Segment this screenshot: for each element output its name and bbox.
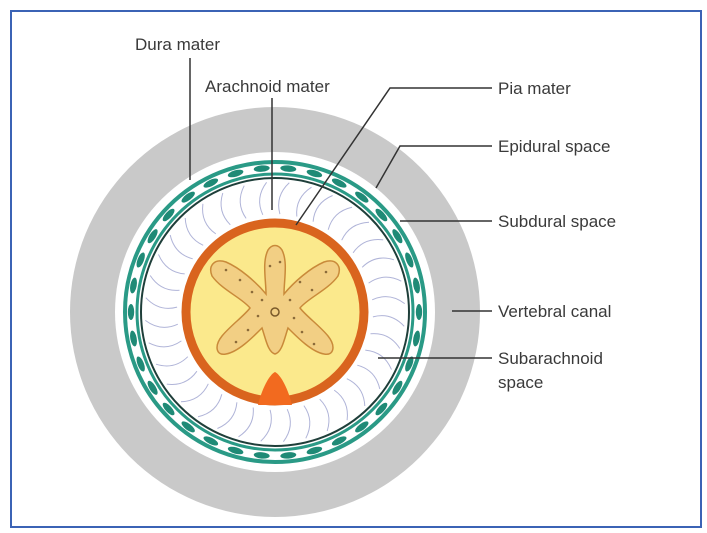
label-subarachnoid-line1: Subarachnoid xyxy=(498,349,603,368)
grey-matter-dot xyxy=(325,271,328,274)
grey-matter-dot xyxy=(293,317,296,320)
label-arachnoid-mater: Arachnoid mater xyxy=(205,77,330,96)
grey-matter-dot xyxy=(311,289,314,292)
dura-dash xyxy=(128,304,134,320)
grey-matter-dot xyxy=(261,299,264,302)
grey-matter-dot xyxy=(239,279,242,282)
label-epidural-space: Epidural space xyxy=(498,137,610,156)
grey-matter-dot xyxy=(235,341,238,344)
grey-matter-dot xyxy=(301,331,304,334)
grey-matter-dot xyxy=(247,329,250,332)
grey-matter-dot xyxy=(279,261,282,264)
dura-dash xyxy=(416,304,422,320)
label-vertebral-canal: Vertebral canal xyxy=(498,302,611,321)
grey-matter-dot xyxy=(299,281,302,284)
label-pia-mater: Pia mater xyxy=(498,79,571,98)
grey-matter-dot xyxy=(289,299,292,302)
label-subarachnoid-line2: space xyxy=(498,373,543,392)
grey-matter-dot xyxy=(269,265,272,268)
label-dura-mater: Dura mater xyxy=(135,35,220,54)
grey-matter-dot xyxy=(313,343,316,346)
grey-matter-dot xyxy=(257,315,260,318)
grey-matter-dot xyxy=(225,269,228,272)
label-subdural-space: Subdural space xyxy=(498,212,616,231)
grey-matter-dot xyxy=(251,291,254,294)
